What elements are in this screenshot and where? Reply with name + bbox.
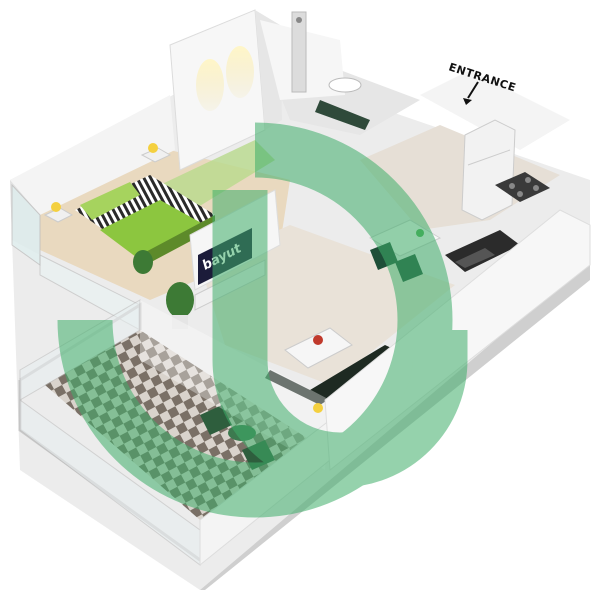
nightstand-right	[140, 143, 172, 163]
sofa	[265, 345, 400, 405]
entrance-arrow-icon	[463, 81, 479, 105]
bathroom	[260, 11, 420, 135]
bed	[75, 175, 215, 268]
bedroom	[10, 9, 290, 331]
watermark-logo-icon	[57, 122, 468, 518]
terrace-lamp	[313, 403, 323, 413]
plant-living	[166, 282, 194, 329]
wash-basin	[328, 77, 362, 93]
cooktop	[495, 172, 550, 202]
shower-panel	[291, 11, 307, 93]
refrigerator	[461, 119, 516, 221]
nightstand-left	[43, 202, 74, 223]
coffee-table	[284, 327, 353, 369]
plant-bedroom	[133, 250, 153, 274]
